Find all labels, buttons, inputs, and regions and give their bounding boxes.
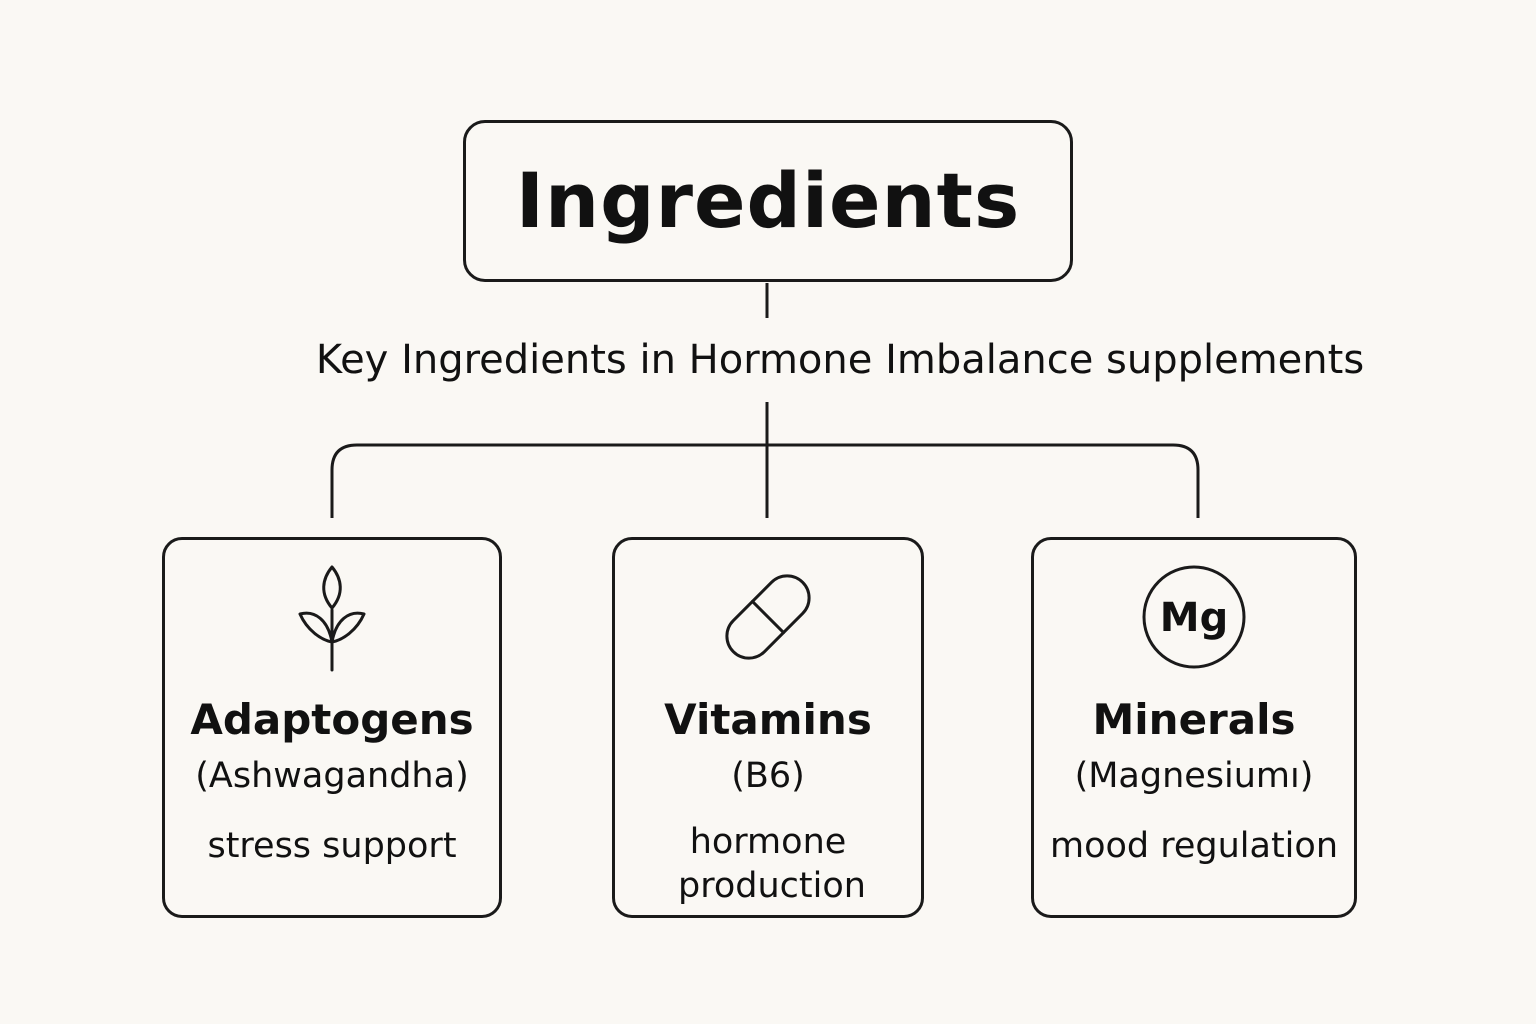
capsule-pill-icon	[713, 562, 823, 672]
branch-connector-line	[330, 443, 1200, 518]
card-subtitle: (Ashwagandha)	[195, 756, 469, 796]
card-subtitle: (B6)	[731, 756, 805, 796]
card-title: Adaptogens	[190, 695, 474, 744]
card-title: Minerals	[1092, 695, 1296, 744]
ingredient-card-minerals: Mg Minerals (Magnesiumı) mood regulation	[1031, 537, 1357, 918]
ingredient-card-adaptogens: Adaptogens (Ashwagandha) stress support	[162, 537, 502, 918]
title-box: Ingredients	[463, 120, 1073, 282]
plant-sprout-icon	[277, 562, 387, 672]
card-description: hormone production	[678, 822, 866, 906]
diagram-title: Ingredients	[515, 156, 1021, 245]
diagram-subtitle: Key Ingredients in Hormone Imbalance sup…	[315, 337, 1365, 383]
card-subtitle: (Magnesiumı)	[1074, 756, 1314, 796]
card-description: mood regulation	[1049, 826, 1339, 866]
ingredient-card-vitamins: Vitamins (B6) hormone production	[612, 537, 924, 918]
magnesium-symbol-text: Mg	[1160, 595, 1228, 641]
card-title: Vitamins	[664, 695, 872, 744]
card-description: stress support	[207, 826, 457, 866]
magnesium-element-icon: Mg	[1139, 562, 1249, 672]
